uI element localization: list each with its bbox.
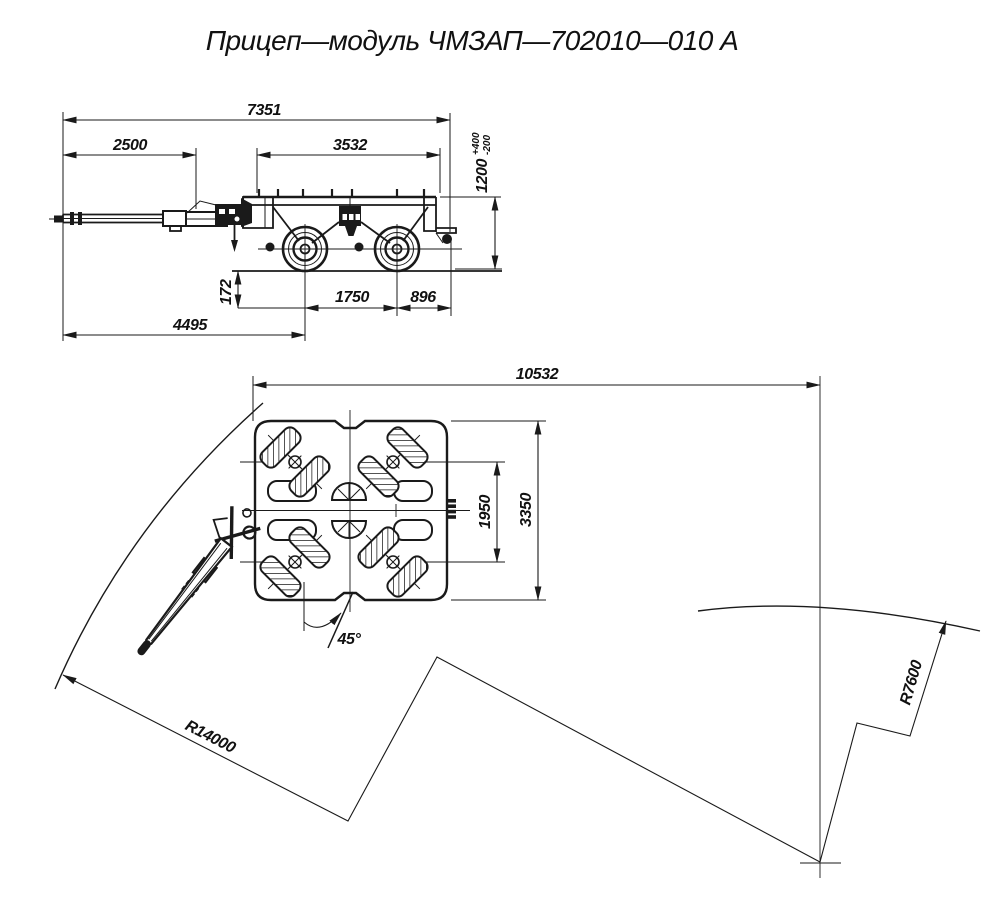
dim-1950-group: 1950 <box>477 495 494 529</box>
rear-hitch-roller <box>442 234 452 244</box>
suspension-struts <box>272 206 429 244</box>
dim-172: 172 <box>218 279 235 305</box>
dim-10532: 10532 <box>516 366 559 383</box>
rear-bumper <box>436 227 457 234</box>
steering-pivot <box>242 525 257 540</box>
drawbar-beam <box>145 536 234 646</box>
bogie-rear-left <box>259 526 331 598</box>
dim-4495: 4495 <box>172 317 208 334</box>
tire <box>386 555 429 598</box>
drawing-title: Прицеп—модуль ЧМЗАП—702010—010 А <box>206 25 739 56</box>
side-dimensions: 7351 2500 3532 1200 +400 -200 172 1750 <box>62 102 502 341</box>
tire <box>288 455 331 498</box>
inner-radius-line <box>819 620 947 863</box>
rear-coupling <box>447 499 456 519</box>
tire <box>386 426 429 469</box>
hitch-head <box>215 204 241 225</box>
inner-radius: R7600 <box>697 605 981 863</box>
inner-radius-arc <box>697 605 981 632</box>
dim-1750: 1750 <box>335 289 369 306</box>
dim-45deg: 45° <box>337 631 362 648</box>
hitch-eye <box>54 215 63 223</box>
dim-1200: 1200 <box>474 159 491 193</box>
side-drawbar <box>49 198 252 252</box>
dim-7351: 7351 <box>247 102 281 119</box>
dim-896: 896 <box>410 289 436 306</box>
tire <box>357 455 400 498</box>
dim-1200-upper-tol: +400 <box>471 132 482 155</box>
stake-pockets <box>257 189 426 197</box>
platform-centerlines <box>242 410 470 612</box>
outer-radius-line <box>62 656 821 863</box>
support-foot <box>231 240 238 252</box>
drawbar-eye-top <box>137 640 151 656</box>
telescopic-sleeve <box>162 210 187 227</box>
steer-angle: 45° <box>303 582 362 649</box>
center-cylinder <box>339 197 361 236</box>
bogie-rear-right <box>357 526 429 598</box>
brake-chamber-front <box>265 242 275 252</box>
dim-1200-lower-tol: -200 <box>482 135 493 155</box>
tire <box>288 526 331 569</box>
angle-arc <box>303 612 342 628</box>
dim-3532: 3532 <box>333 137 367 154</box>
top-view: 10532 <box>54 366 981 878</box>
platform-outline <box>253 419 449 602</box>
dim-1950: 1950 <box>477 495 494 529</box>
outer-radius-arc <box>54 402 264 690</box>
dim-2500: 2500 <box>112 137 147 154</box>
tire <box>357 526 400 569</box>
brake-chamber-rear <box>354 242 364 252</box>
tire <box>259 426 302 469</box>
dim-1200-group: 1200 +400 -200 <box>471 132 493 193</box>
bogie-front-left <box>259 426 331 498</box>
dim-172-group: 172 <box>218 279 235 305</box>
dim-3350: 3350 <box>518 493 535 527</box>
side-view: 7351 2500 3532 1200 +400 -200 172 1750 <box>49 102 502 341</box>
top-drawbar <box>137 506 261 656</box>
side-platform <box>242 189 457 244</box>
bogie-front-right <box>357 426 429 498</box>
rear-box <box>423 197 436 232</box>
outer-radius: R14000 <box>54 402 821 863</box>
gusset <box>241 198 252 227</box>
tire <box>259 555 302 598</box>
dim-3350-group: 3350 <box>518 493 535 527</box>
